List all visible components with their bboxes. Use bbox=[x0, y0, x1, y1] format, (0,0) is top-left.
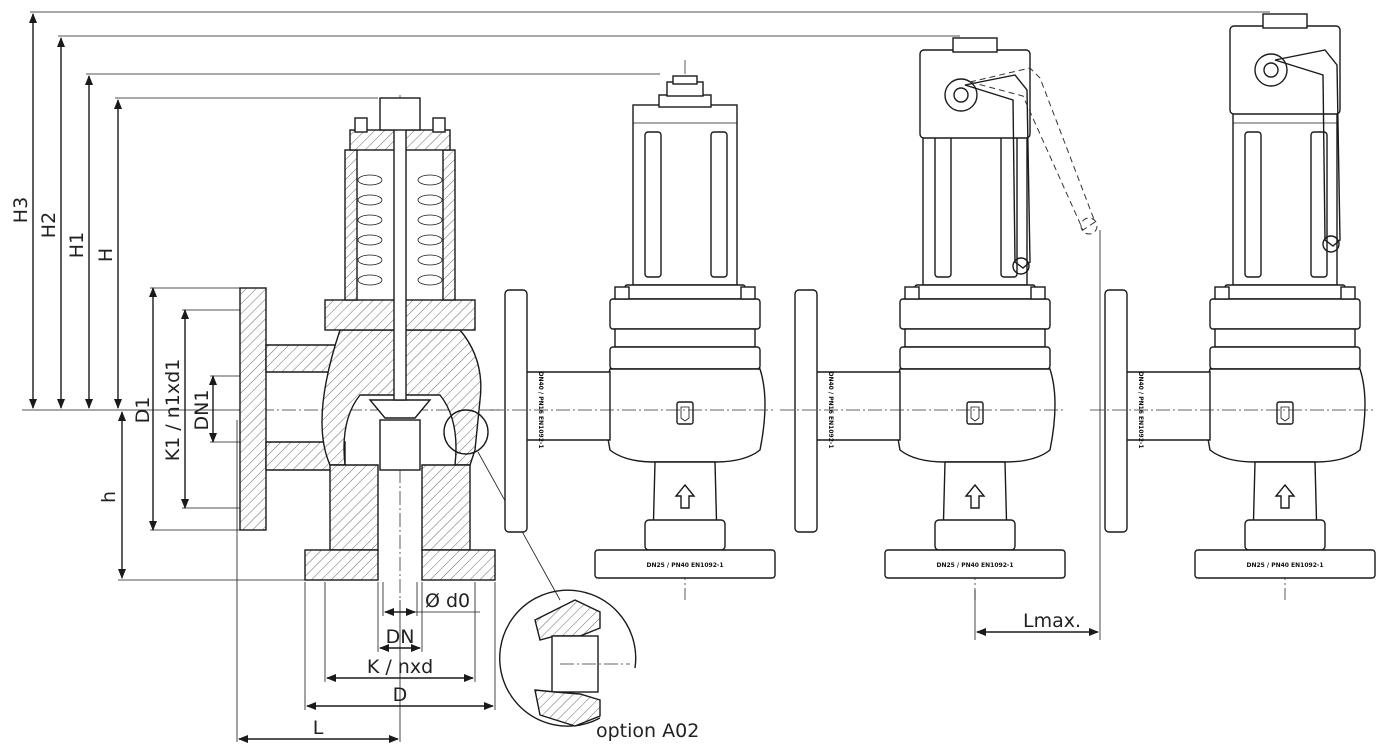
label-DN: DN bbox=[386, 626, 415, 648]
label-K-nxd: K / nxd bbox=[367, 656, 433, 678]
label-option: option A02 bbox=[596, 720, 699, 742]
label-d0: Ø d0 bbox=[425, 590, 470, 612]
valve-view-lever-closed bbox=[1089, 13, 1376, 601]
label-H3: H3 bbox=[10, 197, 32, 223]
outlet-flange-label-3: DN40 / PN16 EN1092-1 bbox=[1137, 371, 1144, 448]
label-n1xd1: K1 / n1xd1 bbox=[162, 359, 184, 462]
label-DN1: DN1 bbox=[191, 390, 213, 431]
label-h: h bbox=[98, 491, 120, 503]
outlet-flange-label-2: DN40 / PN16 EN1092-1 bbox=[827, 371, 834, 448]
detail-option-a02: option A02 bbox=[499, 589, 699, 742]
label-H: H bbox=[95, 248, 117, 262]
label-D1: D1 bbox=[132, 397, 154, 424]
inlet-flange-label-2: DN25 / PN40 EN1092-1 bbox=[936, 562, 1013, 569]
label-Lmax: Lmax. bbox=[1023, 610, 1081, 632]
inlet-flange-label-1: DN25 / PN40 EN1092-1 bbox=[646, 562, 723, 569]
label-L: L bbox=[313, 717, 324, 739]
valve-view-standard bbox=[489, 59, 776, 601]
section-view bbox=[238, 95, 561, 601]
label-H2: H2 bbox=[38, 212, 60, 238]
inlet-flange-label-3: DN25 / PN40 EN1092-1 bbox=[1246, 562, 1323, 569]
outlet-flange-label-1: DN40 / PN16 EN1092-1 bbox=[537, 371, 544, 448]
valve-view-lever-open: Lmax. bbox=[779, 37, 1101, 640]
label-D: D bbox=[393, 684, 408, 706]
label-H1: H1 bbox=[66, 232, 88, 258]
